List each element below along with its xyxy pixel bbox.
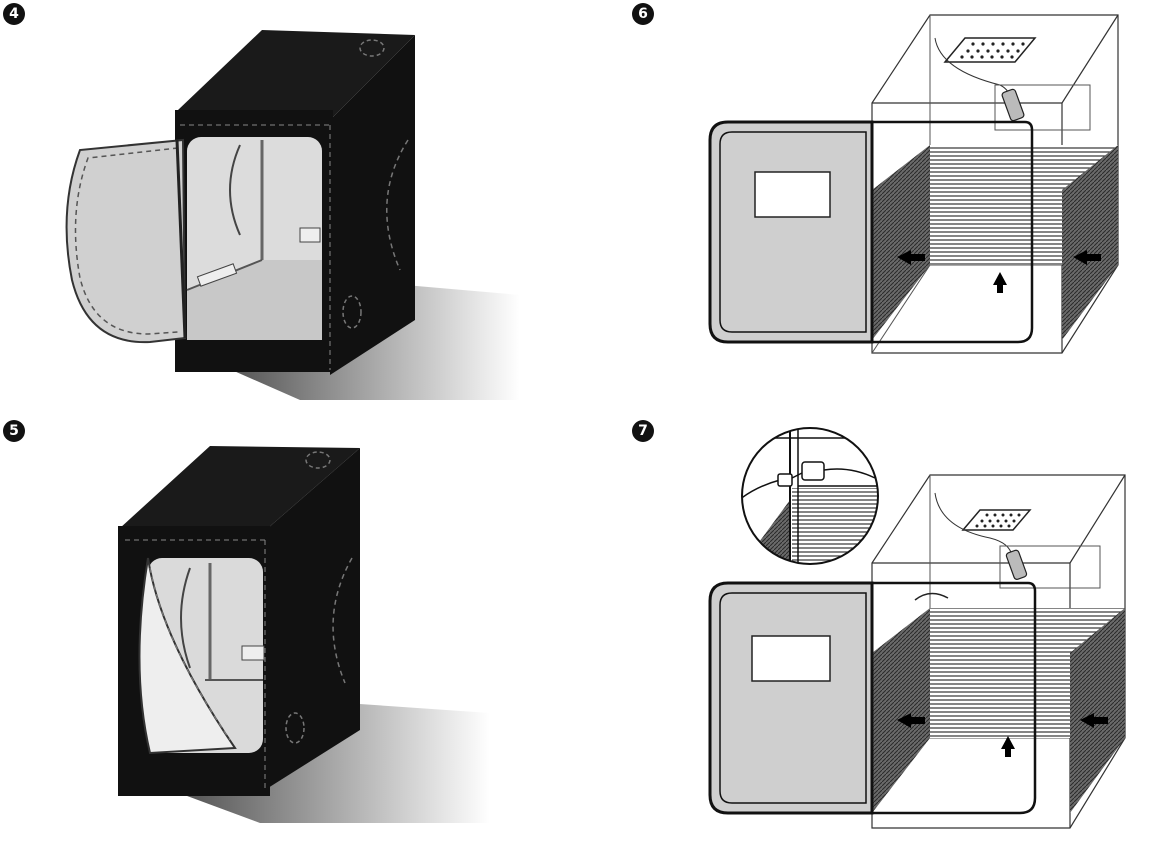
step-6-illustration xyxy=(690,10,1160,380)
power-connection-inset xyxy=(741,427,879,565)
tent-top xyxy=(120,446,360,528)
side-vent-icon xyxy=(342,295,362,329)
step-7-badge: 7 xyxy=(632,420,654,442)
grow-light-panel xyxy=(943,37,1037,63)
arrow-up-icon xyxy=(1001,736,1015,757)
arrow-left-icon xyxy=(1073,250,1101,265)
door-flap xyxy=(65,138,187,344)
door-panel xyxy=(708,120,874,344)
grow-light-panel xyxy=(961,509,1032,531)
top-vent-icon xyxy=(359,39,385,57)
arrow-up-icon xyxy=(993,272,1007,293)
side-vent-icon xyxy=(285,712,305,744)
step-4-badge: 4 xyxy=(3,3,25,25)
tent-side xyxy=(268,448,360,788)
led-driver xyxy=(1001,88,1025,122)
tent-side xyxy=(330,35,415,375)
plug-icon xyxy=(777,473,793,487)
door-window xyxy=(754,171,831,218)
led-driver xyxy=(1005,549,1028,580)
right-mesh-wall xyxy=(1062,145,1118,340)
step-4-illustration xyxy=(0,0,560,410)
step-6-badge: 6 xyxy=(632,3,654,25)
step-5-badge: 5 xyxy=(3,420,25,442)
power-plug-icon xyxy=(914,592,949,601)
left-mesh-wall xyxy=(872,608,930,813)
door-window xyxy=(751,635,831,682)
socket-icon xyxy=(801,461,825,481)
step-7-illustration xyxy=(690,418,1160,838)
arrow-left-icon xyxy=(897,250,925,265)
top-vent-icon xyxy=(305,451,331,469)
tent-top xyxy=(178,30,415,120)
left-mesh-wall xyxy=(872,145,930,340)
right-mesh-wall xyxy=(1070,608,1125,813)
zipper-loop xyxy=(872,581,1037,815)
door-panel xyxy=(708,581,874,815)
zipper-loop xyxy=(872,120,1034,344)
arrow-left-icon xyxy=(897,713,925,728)
step-5-illustration xyxy=(0,418,560,828)
arrow-left-icon xyxy=(1080,713,1108,728)
